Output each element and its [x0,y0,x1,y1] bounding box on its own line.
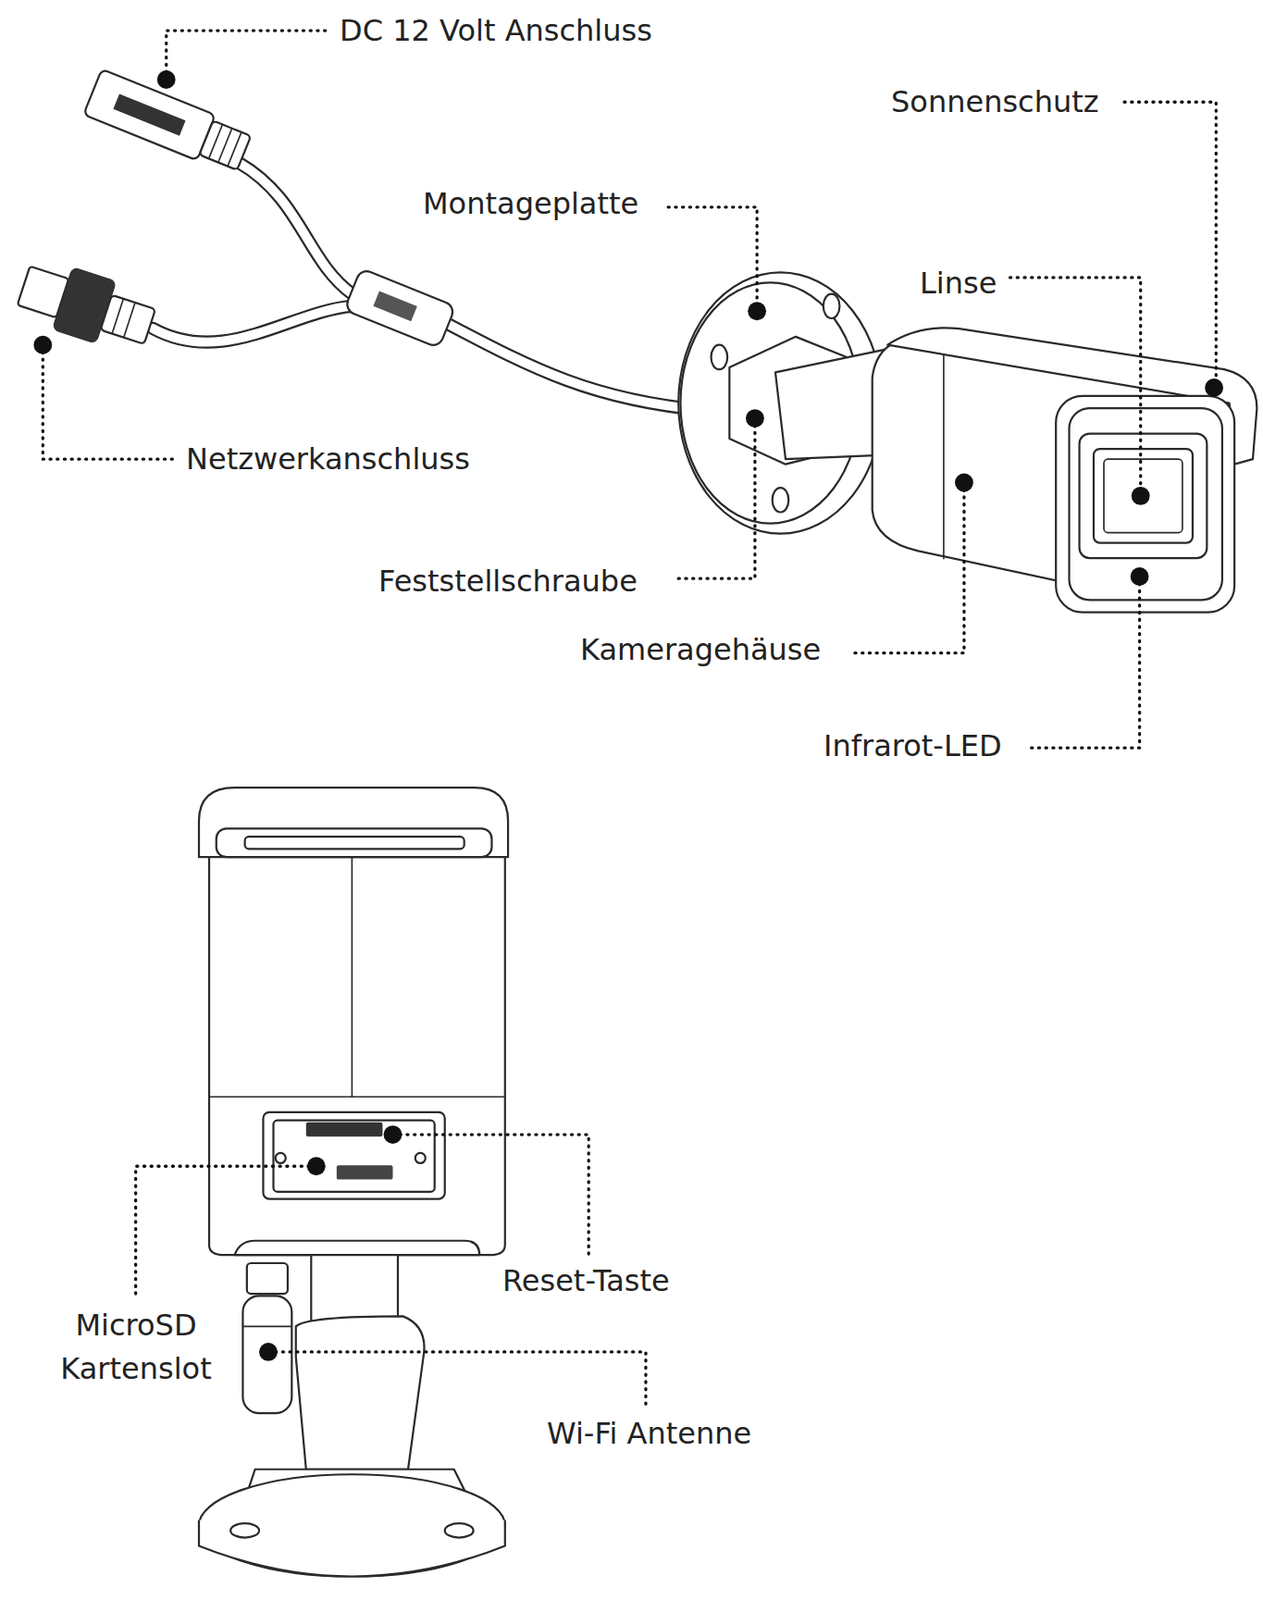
cable [152,162,704,410]
leader-line [668,207,757,310]
leader-line [1025,576,1140,748]
part-label: DC 12 Volt Anschluss [339,12,653,50]
connector-boot [100,295,156,345]
rib [218,128,233,163]
leader-dot [33,335,52,355]
connector-tag [112,93,186,136]
sun-shield [198,787,508,857]
antenna-joint [242,1325,292,1328]
cable-line [152,306,352,343]
leader-dot [1204,378,1224,397]
cable-line [152,306,352,343]
leader-dot [747,301,767,321]
wifi-antenna [242,1295,292,1413]
cable-line [239,162,352,294]
leader-dot [1131,486,1151,506]
leader-line [136,1165,317,1296]
leader-line [268,1351,646,1406]
screw-hole [711,345,729,370]
rib [111,298,124,335]
housing-base [235,1240,481,1255]
part-label: Kameragehäuse [580,631,821,669]
leader-dot [307,1156,326,1176]
network-connector [13,254,161,358]
camera-body [872,327,1258,612]
leader-dot [745,408,765,428]
screw [275,1152,286,1164]
leader-line [393,1134,590,1255]
port-panel-inner [272,1120,434,1192]
part-label: Wi-Fi Antenne [546,1414,752,1452]
cable-junction [344,268,456,348]
cable-line [448,324,705,411]
front-bezel [1069,408,1223,600]
screw-hole [230,1523,260,1537]
screw-hole [823,294,841,319]
leader-line [678,418,756,579]
port-panel [262,1112,445,1200]
junction-tag [372,290,418,322]
reset-button [306,1122,384,1137]
leader-line [1010,277,1141,496]
sd-slot [336,1164,394,1179]
screw-hole [772,487,790,512]
housing-seam [351,856,354,1097]
antenna-base [247,1263,288,1294]
screw-hole [445,1523,474,1537]
stand-arm [296,1315,425,1469]
rib [227,132,242,167]
part-label: Feststellschraube [378,562,638,600]
base-edge [198,1520,506,1577]
connector-boot [198,120,251,170]
leader-line [1124,101,1216,388]
cable-line [448,324,705,411]
housing [209,846,506,1255]
front-face [1055,396,1235,613]
part-label: Montageplatte [422,185,639,223]
rib [123,302,136,338]
junction-body [344,268,456,348]
leader-dot [383,1125,403,1144]
part-label: Reset-Taste [502,1262,670,1300]
housing-seam [209,1095,506,1098]
screw [415,1152,426,1164]
part-label: Infrarot-LED [823,727,1003,765]
part-label: Linse [919,264,997,302]
rib [209,124,223,160]
leader-dot [259,1342,278,1362]
leader-lines [33,30,1224,1406]
shield-rim [216,828,493,857]
part-label: MicroSD Kartenslot [43,1303,229,1391]
part-label: Sonnenschutz [891,83,1100,121]
housing-seam [942,345,945,560]
camera-rear-view [198,787,508,1576]
leader-line [166,30,333,80]
lens-frame [1079,433,1208,559]
dc-connector [83,69,253,176]
lens [1093,448,1193,543]
connector-body [83,69,216,161]
leader-dot [157,70,176,89]
leader-line [852,482,965,654]
base-plate [198,1473,506,1576]
leader-dot [954,473,974,493]
part-label: Netzwerkanschluss [185,440,471,478]
lens-glass [1103,458,1183,533]
cable-line [239,162,352,294]
leader-line [42,345,174,459]
leader-dot [1130,567,1150,586]
shield-slot [245,836,465,849]
